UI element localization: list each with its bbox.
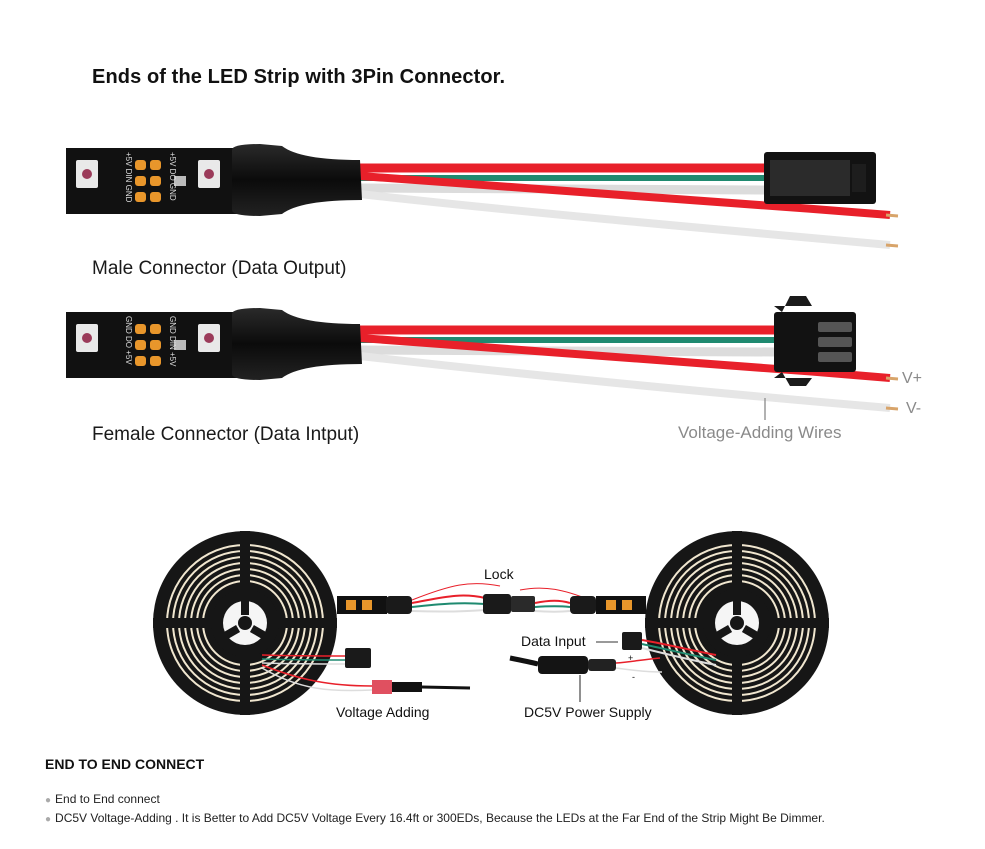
- end-to-end-diagram: + -: [153, 531, 829, 715]
- page-title: Ends of the LED Strip with 3Pin Connecto…: [92, 66, 506, 88]
- male-white-voltage-wire: [359, 190, 891, 249]
- dc5v-power-supply-label: DC5V Power Supply: [524, 704, 652, 720]
- bullet-icon: ●: [45, 795, 52, 806]
- bullet-icon: ●: [45, 814, 52, 825]
- v-plus-label: V+: [902, 370, 923, 387]
- male-pcb-text-left: +5V DIN GND: [124, 152, 133, 203]
- lock-connector: [483, 594, 535, 614]
- male-connector-label: Male Connector (Data Output): [92, 258, 347, 279]
- male-red-voltage-wire: [359, 172, 891, 219]
- v-minus-label: V-: [906, 400, 922, 417]
- left-led-reel: [153, 531, 337, 715]
- male-pcb-text-right: +5V DO GND: [168, 152, 177, 201]
- note-item: ●End to End connect: [45, 792, 160, 806]
- data-input-label: Data Input: [521, 633, 586, 649]
- male-heatshrink: [232, 144, 362, 216]
- right-led-reel: [645, 531, 829, 715]
- lock-label: Lock: [484, 566, 514, 582]
- note-text: End to End connect: [55, 792, 160, 806]
- data-input-connector: [622, 632, 717, 666]
- note-text: DC5V Voltage-Adding . It is Better to Ad…: [55, 811, 825, 825]
- female-heatshrink: [232, 308, 362, 380]
- female-pcb-text-left: GND DO +5V: [124, 316, 133, 365]
- voltage-adding-wires-label: Voltage-Adding Wires: [678, 423, 842, 442]
- dc5v-power-plug: [509, 655, 663, 702]
- female-connector-label: Female Connector (Data Intput): [92, 424, 360, 445]
- section-heading: END TO END CONNECT: [45, 756, 205, 772]
- voltage-adding-connector: [261, 648, 471, 694]
- male-connector-assembly: +5V DIN GND +5V DO GND: [66, 144, 899, 249]
- female-pcb-text-right: GND DIN +5V: [168, 316, 177, 367]
- dc-plus-sign: +: [628, 653, 633, 663]
- female-white-voltage-wire: [359, 352, 891, 412]
- note-item: ●DC5V Voltage-Adding . It is Better to A…: [45, 811, 825, 825]
- voltage-adding-label: Voltage Adding: [336, 704, 430, 720]
- dc-minus-sign: -: [632, 672, 635, 682]
- female-connector-assembly: GND DO +5V GND DIN +5V: [66, 296, 899, 420]
